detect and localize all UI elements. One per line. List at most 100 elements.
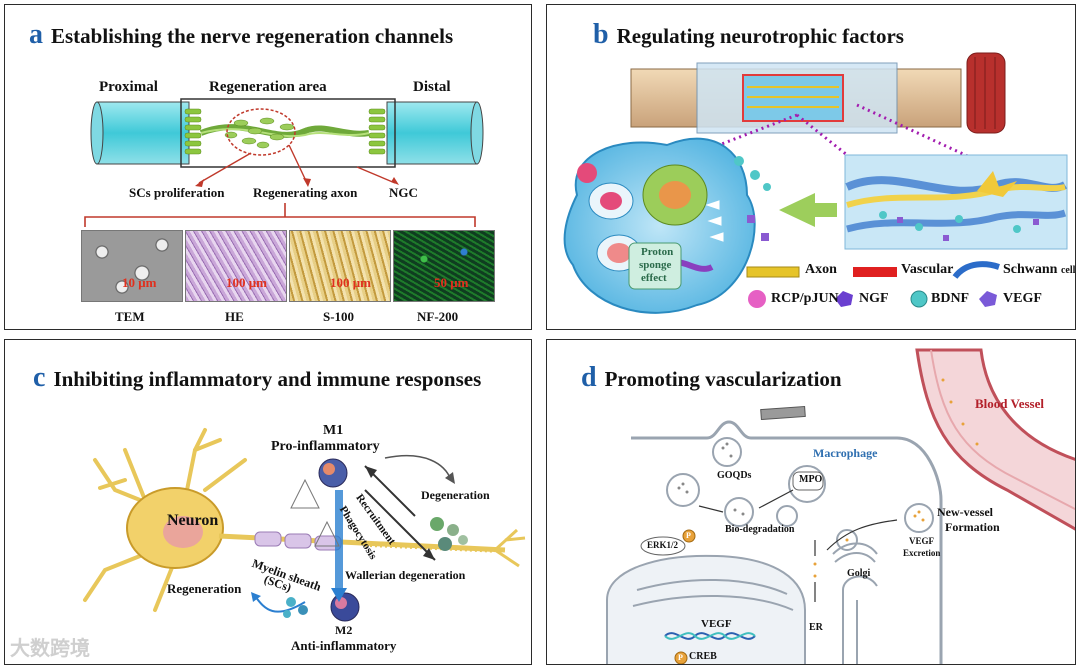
nucleus bbox=[606, 554, 806, 664]
muscle bbox=[966, 52, 1006, 134]
neurotrophic-illustration bbox=[563, 52, 1068, 314]
wallerian-label: Wallerian degeneration bbox=[345, 568, 466, 582]
panel-b-title-text: Regulating neurotrophic factors bbox=[616, 24, 904, 48]
rcp-legend-label: RCP/pJUN bbox=[771, 291, 839, 306]
neuron-label: Neuron bbox=[167, 512, 219, 529]
ngf-legend-label: NGF bbox=[859, 291, 889, 306]
m2-label: M2 bbox=[335, 623, 353, 637]
vesicle-1 bbox=[712, 437, 742, 467]
creb-label: CREB bbox=[689, 651, 717, 662]
axon-legend-label: Axon bbox=[805, 262, 837, 277]
schwann-cell-text: cell bbox=[1060, 265, 1076, 276]
nerve-conduit-illustration bbox=[84, 98, 484, 227]
nf200-scale-bar: 50 μm bbox=[434, 275, 469, 290]
pro-inflammatory-label: Pro-inflammatory bbox=[271, 439, 380, 454]
rcp-legend-icon bbox=[748, 290, 766, 308]
er-label: ER bbox=[809, 622, 823, 633]
excretion-label: Excretion bbox=[903, 548, 941, 558]
panel-letter-c: c bbox=[33, 362, 46, 393]
panel-a: a Establishing the nerve regeneration cha… bbox=[4, 4, 532, 330]
vascular-legend-icon bbox=[853, 267, 897, 277]
regeneration-area-label: Regeneration area bbox=[209, 79, 327, 95]
schwann-text: Schwann bbox=[1003, 262, 1058, 277]
s100-scale-bar: 100 μm bbox=[330, 275, 371, 290]
degeneration-label: Degeneration bbox=[421, 488, 490, 502]
scs-proliferation-label: SCs proliferation bbox=[129, 185, 225, 200]
vegf-legend-icon bbox=[979, 291, 997, 307]
bdnf-legend-icon bbox=[910, 290, 928, 308]
proximal-stump bbox=[96, 101, 190, 165]
erk-p-label: P bbox=[686, 531, 691, 540]
blood-vessel-label: Blood Vessel bbox=[975, 396, 1044, 411]
erk-node bbox=[640, 536, 686, 556]
vascular-legend-label: Vascular bbox=[901, 262, 954, 277]
watermark: 大数跨境 bbox=[10, 636, 90, 660]
transfer-arrow bbox=[779, 193, 837, 227]
tem-micrograph: 10 μm bbox=[81, 230, 183, 302]
vegf-excretion-label: VEGF bbox=[909, 536, 935, 546]
macrophage-label: Macrophage bbox=[813, 446, 878, 460]
vegf-legend-label: VEGF bbox=[1003, 291, 1042, 306]
vascularization-illustration bbox=[606, 348, 1075, 664]
bdnf-legend-label: BDNF bbox=[931, 291, 970, 306]
ngf-legend-icon bbox=[835, 291, 853, 307]
creb-phospho bbox=[674, 651, 688, 664]
panel-letter-b: b bbox=[593, 19, 609, 50]
he-label: HE bbox=[225, 309, 244, 324]
sponge-label: sponge bbox=[639, 259, 672, 271]
proton-label: Proton bbox=[641, 246, 674, 258]
axon-legend-icon bbox=[746, 266, 800, 278]
mpo-label: MPO bbox=[799, 474, 823, 485]
regeneration-label: Regeneration bbox=[167, 581, 242, 596]
proton-sponge-box bbox=[628, 242, 682, 290]
polarization-bar bbox=[335, 490, 343, 590]
panel-letter-d: d bbox=[581, 362, 597, 393]
erk-phospho bbox=[682, 529, 696, 543]
nf200-micrograph: 50 μm bbox=[393, 230, 495, 302]
goqds-label: GOQDs bbox=[717, 470, 752, 481]
creb-p-label: P bbox=[678, 653, 683, 662]
panel-d-title-text: Promoting vascularization bbox=[604, 367, 842, 391]
regeneration-area-circle bbox=[226, 108, 296, 156]
distal-label: Distal bbox=[413, 79, 451, 95]
macrophage-membrane bbox=[631, 420, 943, 664]
tem-label: TEM bbox=[115, 309, 145, 324]
golgi-label: Golgi bbox=[847, 568, 871, 579]
tem-scale-bar: 10 μm bbox=[122, 275, 157, 290]
panel-a-title: a Establishing the nerve regeneration cha… bbox=[29, 19, 453, 51]
panel-b-title: b Regulating neurotrophic factors bbox=[593, 19, 904, 51]
vegf-gene-label: VEGF bbox=[701, 618, 732, 630]
inflammation-illustration bbox=[83, 428, 526, 622]
panel-d: d Promoting vascularization bbox=[546, 339, 1076, 665]
nf200-label: NF-200 bbox=[417, 309, 459, 324]
panel-c-title-text: Inhibiting inflammatory and immune respo… bbox=[53, 367, 482, 391]
formation-label: Formation bbox=[945, 520, 1000, 534]
zoom-panel bbox=[844, 154, 1068, 250]
panel-b: b Regulating neurotrophic factors bbox=[546, 4, 1076, 330]
goqd-rod bbox=[760, 405, 806, 421]
blood-vessel bbox=[915, 348, 1075, 531]
schwann-legend-icon bbox=[952, 261, 1000, 280]
panel-c: c Inhibiting inflammatory and immune resp… bbox=[4, 339, 532, 665]
distal-stump bbox=[386, 101, 478, 165]
schwann-legend-label: Schwann cell bbox=[1003, 262, 1075, 278]
anti-inflammatory-label: Anti-inflammatory bbox=[291, 638, 397, 653]
new-vessel-label: New-vessel bbox=[937, 505, 993, 519]
effect-label: effect bbox=[641, 272, 667, 284]
m1-label: M1 bbox=[323, 423, 344, 438]
panel-letter-a: a bbox=[29, 19, 43, 50]
ngc-label: NGC bbox=[389, 185, 418, 200]
s100-micrograph: 100 μm bbox=[289, 230, 391, 302]
panel-c-title: c Inhibiting inflammatory and immune resp… bbox=[33, 362, 481, 394]
s100-label: S-100 bbox=[323, 309, 355, 324]
he-micrograph: 100 μm bbox=[185, 230, 287, 302]
mpo-box bbox=[792, 471, 824, 491]
panel-d-title: d Promoting vascularization bbox=[581, 362, 842, 394]
bio-degradation-label: Bio-degradation bbox=[725, 524, 795, 535]
ngc-conduit bbox=[180, 98, 396, 168]
he-scale-bar: 100 μm bbox=[226, 275, 267, 290]
panel-a-title-text: Establishing the nerve regeneration chan… bbox=[51, 24, 454, 48]
proximal-label: Proximal bbox=[99, 79, 158, 95]
erk-label: ERK1/2 bbox=[647, 540, 679, 550]
regenerating-axon-label: Regenerating axon bbox=[253, 185, 358, 200]
